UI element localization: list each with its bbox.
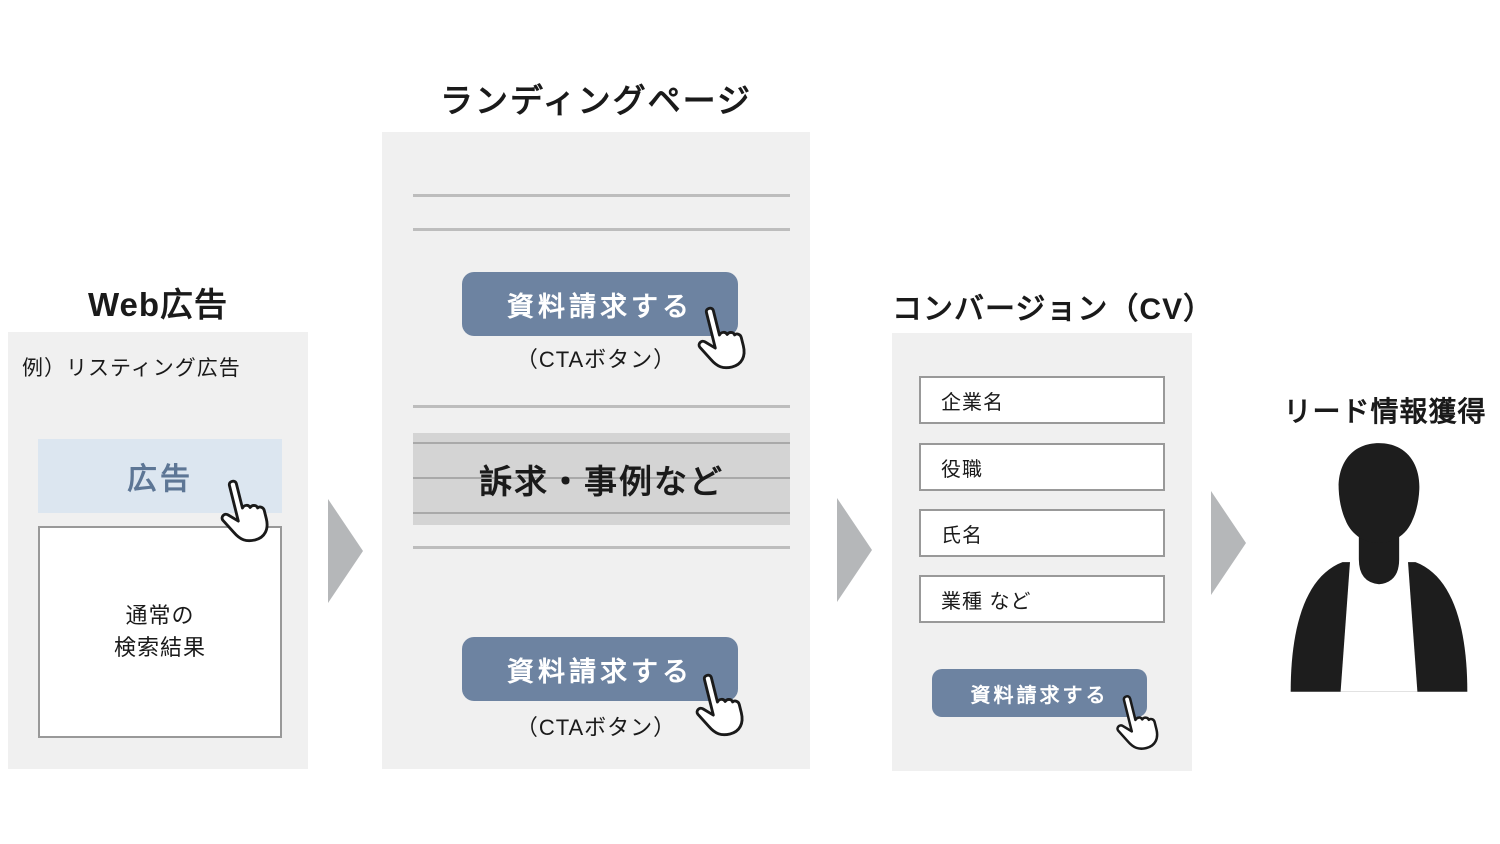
job-title-field[interactable]: 役職 [919, 443, 1165, 491]
placeholder-text-line [413, 405, 790, 408]
person-silhouette-icon [1290, 443, 1468, 692]
ad-result-button[interactable]: 広告 [38, 439, 282, 513]
placeholder-text-line [413, 194, 790, 197]
cta-caption-top: （CTAボタン） [515, 347, 677, 372]
form-submit-button[interactable]: 資料請求する [932, 669, 1147, 717]
placeholder-text-line [413, 477, 790, 479]
conversion-form-panel: 企業名 役職 氏名 業種 など 資料請求する [892, 333, 1192, 771]
company-name-field[interactable]: 企業名 [919, 376, 1165, 424]
content-band-label: 訴求・事例など [479, 463, 724, 500]
web-ad-example-label: 例）リスティング広告 [22, 357, 241, 380]
flow-arrow-icon [1211, 491, 1246, 595]
request-materials-button-top[interactable]: 資料請求する [462, 272, 738, 336]
web-ad-panel: 例）リスティング広告 広告 通常の 検索結果 [8, 332, 308, 769]
flow-arrow-icon [837, 498, 872, 602]
placeholder-text-line [413, 546, 790, 549]
web-ad-section-title: Web広告 [87, 286, 229, 323]
placeholder-text-line [413, 228, 790, 231]
landing-page-section-title: ランディングページ [439, 82, 753, 119]
cursor-hand-icon [681, 665, 754, 745]
lead-acquired-title: リード情報獲得 [1283, 396, 1487, 427]
cta-caption-bottom: （CTAボタン） [515, 715, 677, 740]
placeholder-text-line [413, 442, 790, 444]
placeholder-text-line [413, 512, 790, 514]
cursor-hand-icon [206, 471, 279, 551]
conversion-section-title: コンバージョン（CV） [892, 293, 1215, 326]
flow-arrow-icon [328, 499, 363, 603]
cursor-hand-icon [1103, 687, 1167, 757]
organic-search-results-box: 通常の 検索結果 [38, 526, 282, 738]
content-section-band: 訴求・事例など [413, 433, 790, 525]
organic-search-results-line1: 通常の [125, 603, 195, 629]
industry-field[interactable]: 業種 など [919, 575, 1165, 623]
organic-search-results-line2: 検索結果 [113, 635, 206, 660]
landing-page-panel: 資料請求する （CTAボタン） 訴求・事例など 資料請求する （CTAボタン） [382, 132, 810, 769]
request-materials-button-bottom[interactable]: 資料請求する [462, 637, 738, 701]
full-name-field[interactable]: 氏名 [919, 509, 1165, 557]
cursor-hand-icon [683, 298, 756, 378]
